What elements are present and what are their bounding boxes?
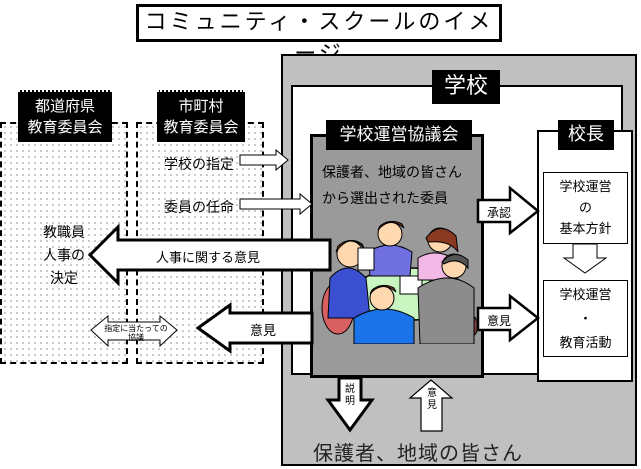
municipal-board-label-line2: 教育委員会 xyxy=(163,118,239,136)
approval-label: 承認 xyxy=(486,206,511,220)
person-body xyxy=(353,308,415,344)
policy-line2: の xyxy=(578,201,592,216)
consultation-line2: 協議 xyxy=(128,333,144,342)
school-council-description: 保護者、地域の皆さん から選出された委員 xyxy=(322,160,482,212)
consultation-line1: 指定に当たっての xyxy=(104,324,168,333)
opinion-up-line2: 見 xyxy=(427,400,437,411)
personnel-decision-line1: 教職員 xyxy=(43,225,85,241)
prefecture-board-label-line1: 都道府県 xyxy=(34,97,95,115)
basic-policy-box: 学校運営 の 基本方針 xyxy=(543,172,628,244)
explanation-line2: 明 xyxy=(345,396,355,407)
consultation-label: 指定に当たっての 協議 xyxy=(96,324,176,342)
designation-arrow xyxy=(239,148,289,172)
approval-arrow xyxy=(476,185,540,236)
explanation-label: 説 明 xyxy=(342,384,358,408)
person-body xyxy=(417,277,475,344)
opinion-up-line1: 意 xyxy=(427,388,437,399)
opinion-to-board-arrow xyxy=(195,302,314,354)
person-hair xyxy=(377,220,405,231)
diagram-title: コミュニティ・スクールのイメージ xyxy=(136,4,502,67)
personnel-decision-line3: 決定 xyxy=(50,271,78,287)
activity-line1: 学校運営 xyxy=(559,288,612,303)
community-label: 保護者、地域の皆さん xyxy=(313,441,523,465)
explanation-arrow xyxy=(325,376,375,433)
school-council-label: 学校運営協議会 xyxy=(326,120,472,150)
municipal-board-label-line1: 市町村 xyxy=(178,97,224,115)
opinion-to-principal-label: 意見 xyxy=(486,314,511,328)
school-activity-box: 学校運営 ・ 教育活動 xyxy=(543,280,628,357)
member-appointment-text: 委員の任命 xyxy=(164,200,234,216)
consultation-arrow xyxy=(90,314,178,348)
council-desc-line1: 保護者、地域の皆さん xyxy=(322,165,462,181)
meeting-illustration xyxy=(321,220,479,344)
policy-to-activity-arrow xyxy=(562,243,608,274)
policy-line1: 学校運営 xyxy=(559,180,612,195)
person-hair xyxy=(335,240,365,253)
principal-label: 校長 xyxy=(558,120,614,150)
opinion-up-label: 意 見 xyxy=(424,388,440,412)
person-hair xyxy=(441,254,469,270)
prefecture-board-label-line2: 教育委員会 xyxy=(27,118,103,136)
municipal-board-label: 市町村 教育委員会 xyxy=(157,90,245,142)
personnel-opinion-label: 人事に関する意見 xyxy=(156,251,261,266)
explanation-line1: 説 xyxy=(345,384,355,395)
personnel-opinion-arrow xyxy=(87,223,332,287)
activity-line2: ・ xyxy=(578,312,592,327)
prefecture-board-label: 都道府県 教育委員会 xyxy=(18,90,112,142)
appointment-arrow xyxy=(239,192,313,216)
personnel-decision-text: 教職員 人事の 決定 xyxy=(34,222,94,291)
person-hair xyxy=(369,284,397,295)
council-desc-line2: から選出された委員 xyxy=(322,191,448,207)
school-label: 学校 xyxy=(432,70,500,104)
school-designation-text: 学校の指定 xyxy=(164,157,234,173)
activity-line3: 教育活動 xyxy=(559,336,612,351)
policy-line3: 基本方針 xyxy=(559,222,612,237)
document-held xyxy=(357,247,375,271)
personnel-decision-line2: 人事の xyxy=(43,248,85,264)
opinion-up-arrow xyxy=(408,379,454,432)
person-hair xyxy=(425,228,459,253)
opinion-to-principal-arrow xyxy=(476,293,541,343)
opinion-to-board-label: 意見 xyxy=(250,324,277,339)
